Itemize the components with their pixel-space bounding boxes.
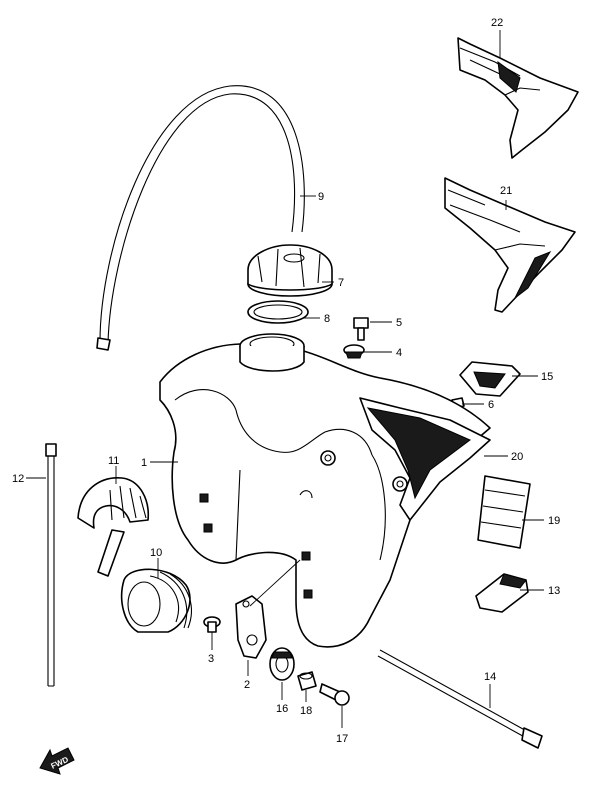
part-9-breather-hose (96, 85, 305, 351)
callout-2: 2 (244, 679, 250, 691)
callout-21: 21 (500, 185, 512, 197)
part-2-bracket (235, 595, 267, 659)
callout-17: 17 (336, 733, 348, 745)
part-19-pad (477, 475, 531, 549)
callout-20: 20 (511, 451, 523, 463)
callout-11: 11 (108, 455, 119, 467)
part-7-fuel-cap (247, 244, 333, 297)
part-17-bolt (319, 683, 350, 706)
part-14-strap (377, 649, 543, 749)
callout-4: 4 (396, 347, 402, 359)
callout-13: 13 (548, 585, 560, 597)
part-3-bolt (203, 616, 221, 633)
part-4-washer (343, 344, 365, 359)
callout-7: 7 (338, 277, 344, 289)
part-22-shroud (457, 37, 579, 159)
callout-22: 22 (491, 17, 503, 29)
part-11-rubber-mount (77, 477, 149, 577)
callout-12: 12 (12, 473, 24, 485)
part-5-bolt (353, 317, 369, 341)
part-13-clip (475, 573, 529, 613)
callout-15: 15 (541, 371, 553, 383)
callout-6: 6 (488, 399, 494, 411)
forward-arrow-icon: FWD (39, 747, 75, 775)
part-15-strap (459, 361, 521, 397)
part-1-fuel-tank (159, 333, 491, 648)
callout-14: 14 (484, 671, 496, 683)
part-16-grommet (269, 647, 295, 681)
part-12-cable-tie (45, 443, 57, 687)
part-18-collar (297, 671, 317, 691)
callout-1: 1 (141, 457, 147, 469)
leader-lines (26, 30, 544, 728)
callout-19: 19 (548, 515, 560, 527)
callout-16: 16 (276, 703, 288, 715)
part-10-rubber (120, 568, 192, 633)
callout-9: 9 (318, 191, 324, 203)
callout-5: 5 (396, 317, 402, 329)
callout-10: 10 (150, 547, 162, 559)
part-20-scoop (359, 397, 491, 521)
callout-18: 18 (300, 705, 312, 717)
part-21-shroud (444, 177, 576, 313)
callout-3: 3 (208, 653, 214, 665)
callout-8: 8 (324, 313, 330, 325)
part-8-gasket (247, 300, 309, 324)
